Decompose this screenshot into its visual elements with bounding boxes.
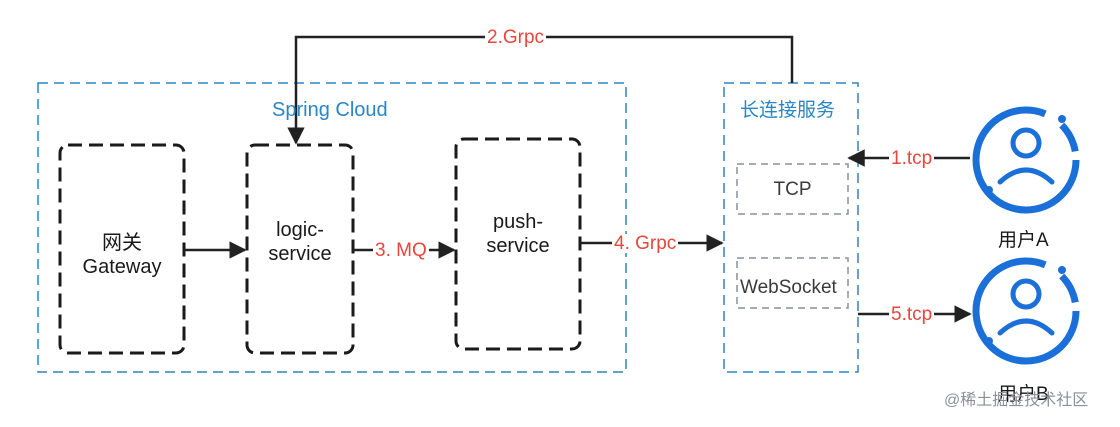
- spring-cloud-title: Spring Cloud: [272, 99, 388, 121]
- edge-label-4-grpc: 4. Grpc: [612, 233, 679, 254]
- long-connection-title: 长连接服务: [740, 100, 836, 121]
- edge-label-5-tcp: 5.tcp: [889, 304, 935, 325]
- logic-service-label-line2: service: [268, 243, 332, 265]
- gateway-label-line1: 网关: [102, 232, 142, 254]
- logic-service-label: logic- service: [247, 218, 353, 266]
- edge-label-3-mq: 3. MQ: [373, 240, 429, 261]
- user-circle-icon: [972, 106, 1080, 214]
- spring-cloud-cluster: [37, 82, 627, 373]
- user-b-label: 用户B: [998, 384, 1049, 405]
- gateway-label-line2: Gateway: [82, 256, 162, 278]
- push-service-label: push- service: [456, 210, 580, 258]
- watermark: @稀土掘金技术社区: [944, 392, 1089, 409]
- tcp-box: [736, 163, 849, 215]
- long-connection-cluster: [723, 82, 859, 373]
- push-service-label-line2: service: [486, 235, 550, 257]
- user-a-label: 用户A: [998, 230, 1049, 251]
- push-service-label-line1: push-: [492, 211, 544, 233]
- tcp-label: TCP: [773, 179, 812, 200]
- gateway-label: 网关 Gateway: [60, 231, 184, 279]
- edge-label-1-tcp: 1.tcp: [889, 148, 935, 169]
- websocket-label: WebSocket: [740, 277, 837, 298]
- edge-label-2-grpc: 2.Grpc: [485, 27, 547, 48]
- websocket-box: [736, 257, 849, 309]
- user-circle-icon: [972, 257, 1080, 365]
- edge-2-grpc: [287, 35, 794, 145]
- logic-service-label-line1: logic-: [276, 219, 324, 241]
